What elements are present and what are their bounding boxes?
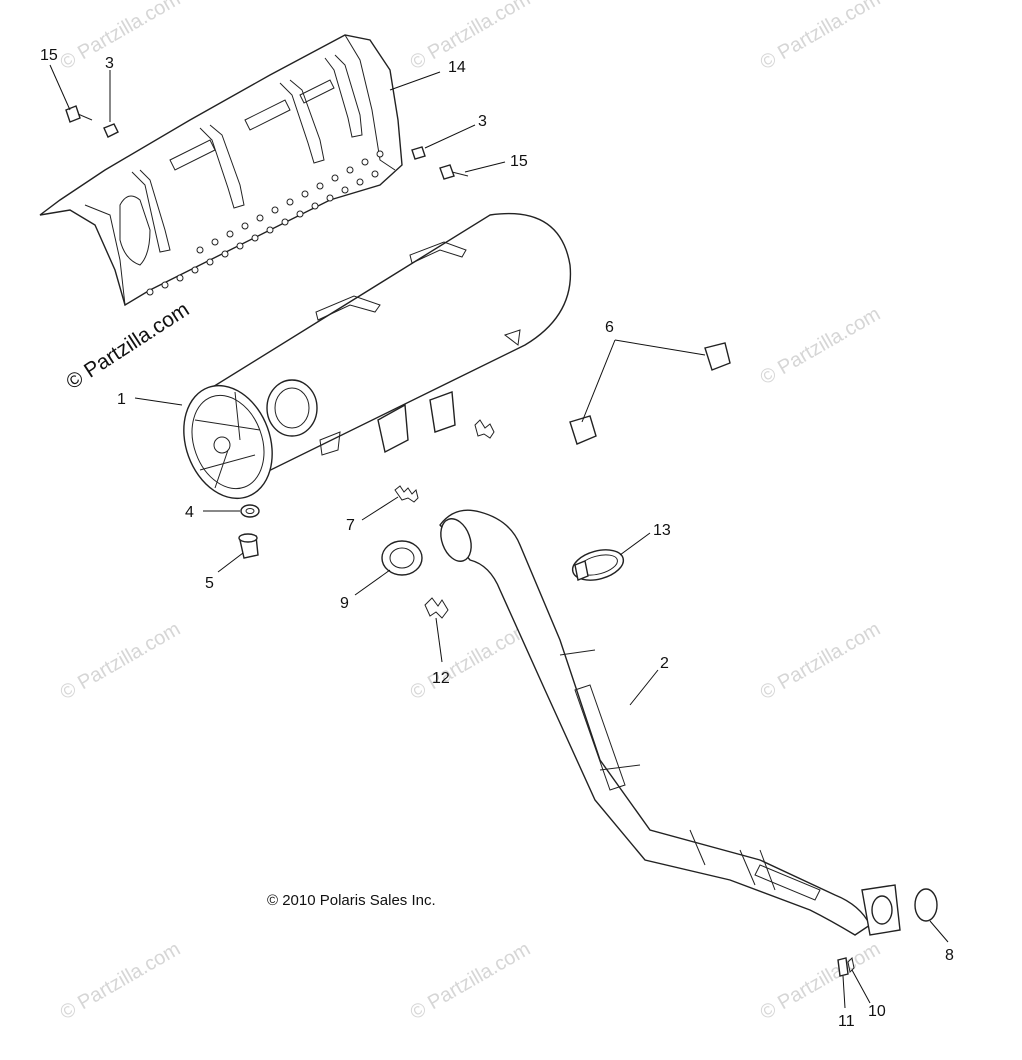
callout-1: 1: [117, 391, 126, 408]
callout-13: 13: [653, 522, 671, 539]
callout-15: 15: [510, 153, 528, 170]
callout-10: 10: [868, 1003, 886, 1020]
gasket-part[interactable]: [914, 888, 938, 922]
callout-5: 5: [205, 575, 214, 592]
heat-shield-part[interactable]: [39, 34, 403, 307]
watermark: © Partzilla.com: [757, 618, 885, 704]
washer-part[interactable]: [240, 504, 260, 518]
callout-12: 12: [432, 670, 450, 687]
watermark: © Partzilla.com: [407, 0, 535, 74]
callout-15: 15: [40, 47, 58, 64]
watermark: © Partzilla.com: [407, 938, 535, 1024]
nut-part[interactable]: [103, 123, 119, 138]
copyright-notice: © 2010 Polaris Sales Inc.: [267, 892, 436, 909]
spring-clip-part[interactable]: [847, 956, 855, 974]
callout-6: 6: [605, 319, 614, 336]
brand-watermark: © Partzilla.com: [62, 298, 193, 394]
callout-3: 3: [105, 55, 114, 72]
stud-part[interactable]: [837, 957, 849, 977]
watermark: © Partzilla.com: [57, 0, 185, 74]
watermark: © Partzilla.com: [57, 618, 185, 704]
callout-2: 2: [660, 655, 669, 672]
callouts: 15 3 14 3 15 1 6 4 7 13 5 9 12 2 8 11 10: [40, 47, 954, 1030]
watermark: © Partzilla.com: [757, 0, 885, 74]
callout-4: 4: [185, 504, 194, 521]
head-pipe-part[interactable]: [435, 509, 901, 936]
seal-part[interactable]: [381, 540, 423, 576]
callout-8: 8: [945, 947, 954, 964]
screw-part[interactable]: [65, 105, 93, 123]
vent-holes: [146, 150, 384, 296]
screw-part[interactable]: [439, 164, 469, 180]
callout-9: 9: [340, 595, 349, 612]
spring-part[interactable]: [394, 419, 495, 503]
watermark: © Partzilla.com: [757, 303, 885, 389]
callout-11: 11: [838, 1013, 855, 1030]
callout-3: 3: [478, 113, 487, 130]
callout-7: 7: [346, 517, 355, 534]
spring-part[interactable]: [424, 597, 449, 619]
watermark: © Partzilla.com: [57, 938, 185, 1024]
muffler-part[interactable]: [169, 212, 572, 511]
clamp-part[interactable]: [569, 545, 626, 586]
leader-lines: [49, 64, 949, 1009]
callout-14: 14: [448, 59, 466, 76]
nut-part[interactable]: [411, 146, 426, 160]
watermark: © Partzilla.com: [407, 618, 535, 704]
plug-part[interactable]: [238, 533, 259, 559]
watermark: © Partzilla.com: [757, 938, 885, 1024]
